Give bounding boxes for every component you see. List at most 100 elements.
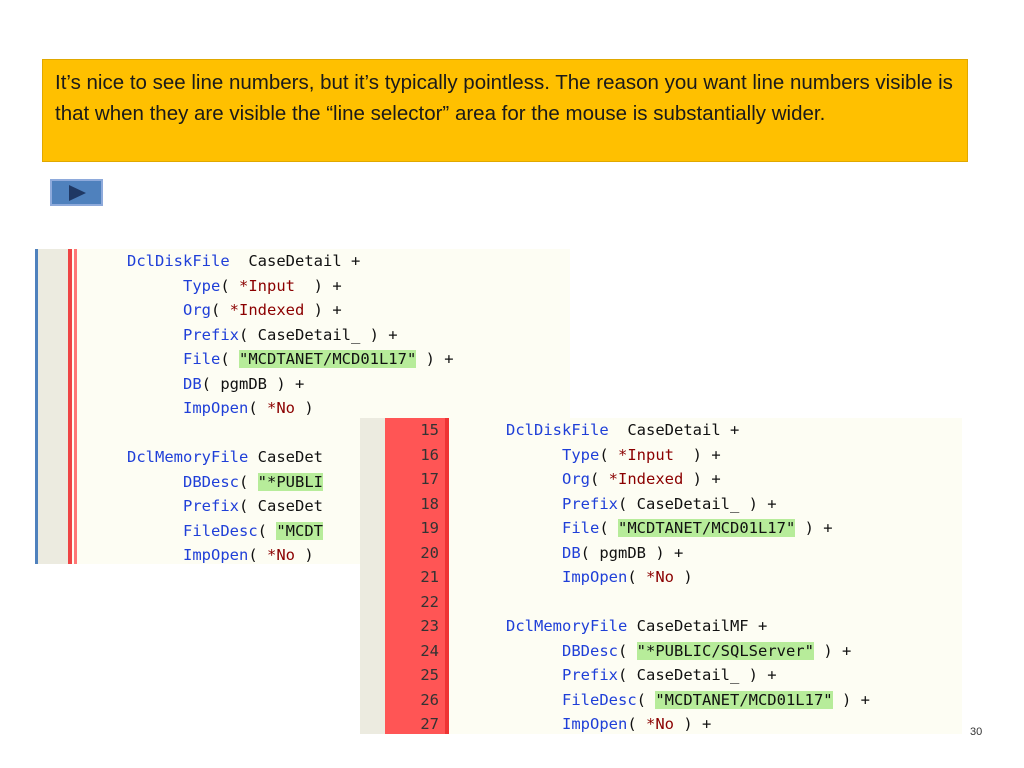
line-number[interactable]: 24 bbox=[420, 641, 439, 660]
code-token: DclDiskFile bbox=[127, 252, 230, 270]
code-token: ) + bbox=[683, 470, 721, 488]
code-line: FileDesc( "MCDTANET/MCD01L17" ) + bbox=[506, 688, 870, 713]
code-token: Type bbox=[562, 445, 600, 464]
code-token: ( bbox=[599, 445, 618, 464]
play-icon bbox=[68, 184, 86, 201]
code-token: ) + bbox=[795, 519, 833, 537]
line-number-gutter[interactable]: 15 16 17 18 19 20 21 22 23 24 25 26 27 bbox=[385, 418, 445, 734]
code-token: ( bbox=[248, 399, 267, 417]
code-line: DclDiskFile CaseDetail + bbox=[127, 249, 454, 274]
code-token: ) + bbox=[304, 301, 342, 319]
code-token: "MCDTANET/MCD01L17" bbox=[618, 519, 796, 537]
code-token: Prefix bbox=[562, 494, 618, 513]
code-token bbox=[506, 470, 562, 488]
code-token bbox=[506, 519, 562, 537]
code-token: FileDesc bbox=[183, 521, 258, 540]
line-number[interactable]: 22 bbox=[420, 592, 439, 611]
code-line: ImpOpen( *No ) bbox=[506, 565, 870, 590]
code-line: DB( pgmDB ) + bbox=[506, 541, 870, 566]
code-token: ( CaseDet bbox=[239, 497, 323, 515]
margin-bar-secondary bbox=[74, 249, 77, 564]
code-token: "MCDTANET/MCD01L17" bbox=[239, 350, 417, 368]
play-button[interactable] bbox=[50, 179, 103, 206]
code-token bbox=[506, 446, 562, 464]
code-token: *Input bbox=[239, 276, 295, 295]
code-line: Prefix( CaseDetail_ ) + bbox=[127, 323, 454, 348]
code-token: ( bbox=[636, 690, 656, 709]
code-token: ImpOpen bbox=[562, 715, 628, 733]
line-selector-gutter[interactable] bbox=[360, 418, 385, 734]
code-token: ( bbox=[220, 276, 239, 295]
code-token: ) + bbox=[813, 641, 852, 660]
code-token: DB bbox=[183, 374, 202, 393]
explanation-text: It’s nice to see line numbers, but it’s … bbox=[55, 71, 953, 125]
code-token: ) bbox=[674, 568, 693, 586]
code-token: ImpOpen bbox=[562, 568, 628, 586]
code-token: ( bbox=[220, 350, 239, 368]
code-token: ( bbox=[618, 641, 637, 660]
line-number[interactable]: 26 bbox=[420, 690, 439, 709]
code-token: Type bbox=[183, 276, 221, 295]
line-number[interactable]: 23 bbox=[420, 617, 439, 635]
code-line: DB( pgmDB ) + bbox=[127, 372, 454, 397]
page-number: 30 bbox=[970, 726, 983, 738]
code-token bbox=[127, 473, 183, 491]
code-lines: DclDiskFile CaseDetail + Type( *Input ) … bbox=[506, 418, 870, 734]
line-number[interactable]: 15 bbox=[420, 421, 439, 439]
code-line: DclMemoryFile CaseDet bbox=[127, 445, 454, 470]
code-token: ( bbox=[257, 521, 277, 540]
code-line bbox=[506, 590, 870, 615]
code-token: DB bbox=[562, 543, 581, 562]
code-token: + bbox=[720, 421, 740, 439]
line-number[interactable]: 25 bbox=[420, 666, 439, 684]
code-line: FileDesc( "MCDT bbox=[127, 519, 454, 544]
code-token: "MCDT bbox=[276, 521, 323, 540]
code-token bbox=[230, 252, 249, 270]
code-token: Prefix bbox=[183, 325, 239, 344]
code-token bbox=[127, 375, 183, 393]
code-line: Type( *Input ) + bbox=[127, 274, 454, 299]
line-selector-gutter[interactable] bbox=[38, 249, 68, 564]
code-token: ( bbox=[590, 470, 609, 488]
code-token: ( CaseDetail_ ) + bbox=[239, 325, 398, 344]
line-number[interactable]: 27 bbox=[420, 715, 439, 733]
code-line: File( "MCDTANET/MCD01L17" ) + bbox=[506, 516, 870, 541]
line-number[interactable]: 20 bbox=[420, 543, 439, 562]
code-token bbox=[127, 301, 183, 319]
code-editor-without-line-numbers: DclDiskFile CaseDetail + Type( *Input ) … bbox=[35, 249, 570, 564]
code-token bbox=[127, 546, 183, 564]
code-token: *Input bbox=[618, 445, 674, 464]
line-number[interactable]: 16 bbox=[420, 445, 439, 464]
code-line: DclMemoryFile CaseDetailMF + bbox=[506, 614, 870, 639]
line-number[interactable]: 19 bbox=[420, 519, 439, 537]
code-token: *No bbox=[646, 715, 674, 733]
code-line: DclDiskFile CaseDetail + bbox=[506, 418, 870, 443]
code-line: Prefix( CaseDetail_ ) + bbox=[506, 663, 870, 688]
code-token bbox=[506, 691, 562, 709]
code-token: ( bbox=[211, 301, 230, 319]
code-token: ( bbox=[248, 546, 267, 564]
code-token: "*PUBLI bbox=[257, 472, 323, 491]
code-token: DclDiskFile bbox=[506, 421, 609, 439]
code-token: ( bbox=[599, 519, 618, 537]
code-token bbox=[609, 421, 628, 439]
line-number[interactable]: 17 bbox=[420, 470, 439, 488]
code-token bbox=[127, 277, 183, 295]
code-token: ( CaseDetail_ ) + bbox=[618, 494, 777, 513]
code-token: "MCDTANET/MCD01L17" bbox=[655, 690, 833, 709]
code-line: ImpOpen( *No ) bbox=[127, 396, 454, 421]
code-line: File( "MCDTANET/MCD01L17" ) + bbox=[127, 347, 454, 372]
code-token: ImpOpen bbox=[183, 546, 249, 564]
margin-bar bbox=[68, 249, 72, 564]
code-token bbox=[506, 495, 562, 513]
code-token: *No bbox=[646, 568, 674, 586]
code-token: ( pgmDB ) + bbox=[580, 543, 684, 562]
line-number[interactable]: 21 bbox=[420, 568, 439, 586]
line-number[interactable]: 18 bbox=[420, 494, 439, 513]
code-token: CaseDetail bbox=[248, 252, 342, 270]
code-line: DBDesc( "*PUBLI bbox=[127, 470, 454, 495]
code-token: DBDesc bbox=[183, 472, 239, 491]
code-token bbox=[506, 666, 562, 684]
editor-edge bbox=[35, 249, 38, 564]
code-line: DBDesc( "*PUBLIC/SQLServer" ) + bbox=[506, 639, 870, 664]
